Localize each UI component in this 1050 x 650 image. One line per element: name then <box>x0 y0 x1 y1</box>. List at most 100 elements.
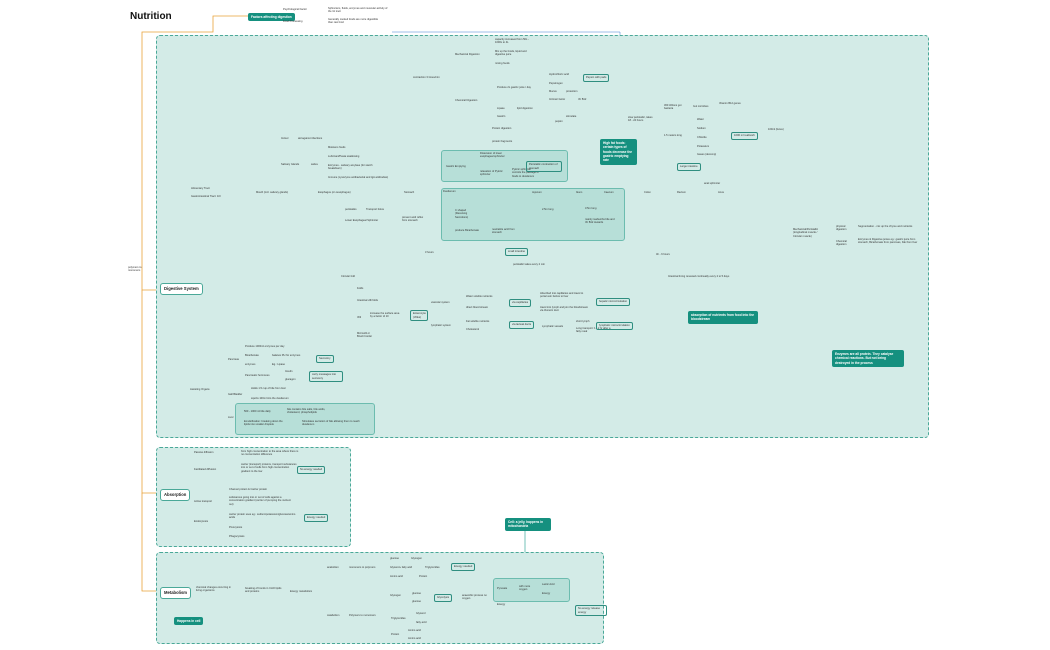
liver: Liver <box>228 416 234 419</box>
gastric-distension: Distension of lower esophageal sphincter <box>480 152 505 159</box>
jejunum-length: 2.5m long <box>542 208 554 211</box>
pancreas-lipase: Eg.: Lipase <box>272 363 285 366</box>
factor-1-desc: Sphincters, fluids, enzymes and muscular… <box>328 7 388 14</box>
mouth-infections: aid against infections <box>298 137 323 140</box>
active-transport: Active transport <box>194 500 213 503</box>
cat-glycogen: Glycogen <box>390 594 401 597</box>
endocytosis: Endocytosis <box>194 520 208 523</box>
no-energy-box[interactable]: No energy needed <box>297 466 326 474</box>
root-digestive-label: Digestive System <box>164 286 199 291</box>
happens-in-cell-pill[interactable]: Happens in cell <box>174 617 204 626</box>
cell-respiration-group <box>493 578 570 602</box>
caecum-node: Caecum <box>604 191 614 194</box>
anabolism: anabolism <box>327 566 339 569</box>
pepsin-pads-box[interactable]: Pepsin with pads <box>583 74 610 82</box>
enzymes-note[interactable]: Enzymes are all protein. They catalyse c… <box>832 350 904 367</box>
small-intestine-box[interactable]: small intestine <box>505 248 529 256</box>
colon-length: 1.5 meters long <box>664 134 682 137</box>
time-peristaltic: peristaltic takes every 2 min <box>513 263 546 266</box>
factor-2-label: Food Processing <box>283 20 303 23</box>
colon-gases: Gases (decomp) <box>697 153 717 156</box>
rectum-node: Rectum <box>677 191 686 194</box>
ana-glycerol: Glycerol+ fatty acid <box>390 566 413 569</box>
stomach-node: Stomach <box>404 191 415 194</box>
pancreas: Pancreas <box>228 358 239 361</box>
saliva: saliva <box>311 163 318 166</box>
ana-amino: Amino acid <box>390 575 403 578</box>
pancreas-ph: balance PH for enzymes <box>272 354 301 357</box>
absorption-callout[interactable]: absorption of nutrients from food into t… <box>688 311 758 324</box>
cat-energy-2: Energy <box>497 603 506 606</box>
root-digestive-system[interactable]: Digestive System <box>160 283 203 295</box>
large-intestine-box[interactable]: Large intestine <box>677 163 701 171</box>
active-desc: substances going into or out of cells ag… <box>229 496 291 506</box>
colon-potassium: Potassium <box>697 145 710 148</box>
saliva-immune: Immune (Lysozyme antibacterial and IgA a… <box>328 176 389 179</box>
spine-factors <box>212 15 248 24</box>
root-absorption-label: Absorption <box>164 492 187 497</box>
energy-needed-box[interactable]: Energy needed <box>304 514 329 522</box>
ana-protein: Protein <box>419 575 428 578</box>
root-metabolism[interactable]: Metabolism <box>160 587 192 599</box>
duodenum-bicarbonate: produce Bicarbonate <box>455 229 479 232</box>
esophagus-node: Esophagus (or oesophagus) <box>318 191 351 194</box>
root-absorption[interactable]: Absorption <box>160 489 191 501</box>
ana-glucose: glucose <box>390 557 399 560</box>
pyruvate: Pyruvate <box>497 587 508 590</box>
cat-energy: Energy <box>542 592 551 595</box>
factors-header-pill[interactable]: Factors affecting digestion <box>248 13 295 22</box>
colon-node: Colon <box>644 191 651 194</box>
liver-stimulates: Stimulates secretion of bile allowing th… <box>302 420 360 427</box>
high-fat-callout[interactable]: High fat foods: certain types of foods d… <box>600 139 637 165</box>
enterocyte-box[interactable]: Enterocyte (Villus) <box>410 310 428 321</box>
energy-metabolism: Energy metabolism <box>290 590 313 593</box>
lacteal-box[interactable]: via lacteal ducts <box>509 321 535 329</box>
saliva-moistens: Moistens foods <box>328 146 346 149</box>
capillaries-box[interactable]: via capillaries <box>509 299 532 307</box>
stomach-capacity: capacity increased from 50L - 1000L to 4… <box>495 38 529 45</box>
hormone-message-box[interactable]: carry messages into secretory <box>309 371 343 382</box>
pepsin: pepsin <box>555 120 563 123</box>
metabolism-def: chemical changes occurring in living org… <box>196 586 231 593</box>
catabolism: catabolism <box>327 614 340 617</box>
esophagus-transport: Transport bolus <box>366 208 384 211</box>
cat-glucose-2: glucose <box>412 600 421 603</box>
secretory-box[interactable]: Secretory <box>316 355 334 363</box>
stomach-mixing: mixing foods <box>495 62 510 65</box>
anal-sphincter: anal sphincter <box>704 182 721 185</box>
cat-glycerol: Glycerol <box>416 612 426 615</box>
energy-release-box[interactable]: No energy release energy <box>575 605 607 616</box>
mouth-incisor: Incisor <box>281 137 289 140</box>
channel-protein: Channel protein & Carrier protein <box>229 488 268 491</box>
duodenum: Duodenum <box>443 190 456 193</box>
mechanical-digestion: Mechanical Digestion <box>455 53 480 56</box>
anus-node: Anus <box>718 191 724 194</box>
chemical-digestion: Chemical Digestion <box>455 99 478 102</box>
esophagus-peristalsis: peristalsis <box>345 208 357 211</box>
gall-bladder: Gall Bladder <box>228 393 243 396</box>
motility-physical-desc: Segmentation - mix up the chyme and nutr… <box>858 225 913 228</box>
gastrin: Gastrin <box>497 115 506 118</box>
metab-energy-needed-box[interactable]: Energy needed <box>451 563 476 571</box>
hydrochloric-acid: Hydrochloric acid <box>549 73 569 76</box>
direct-blood: direct blood stream <box>466 306 489 309</box>
anaerobic-process: anaerobic process no oxygen <box>462 594 487 601</box>
hepatic-box[interactable]: hepatic microcirculation <box>596 298 631 306</box>
mucus: Mucus <box>549 90 557 93</box>
lymphatic-circ-box[interactable]: lymphatic microcirculation <box>596 322 633 330</box>
with-oxygen: with more oxygen <box>519 585 531 592</box>
water-reabsorb-box[interactable]: 1000 ml reabsorb <box>731 132 758 140</box>
cell-callout-pill[interactable]: Cell: a jelly, happens in mitochondria <box>505 518 551 531</box>
liver-emulsification: Emulsification: breaking down the lipids… <box>244 420 283 427</box>
page-title: Nutrition <box>130 11 172 22</box>
cat-protein: Protein <box>391 633 400 636</box>
peristaltic-contraction-box[interactable]: Peristaltic contraction of stomach <box>526 161 562 172</box>
facilitated-desc: carrier (transport) proteins, transport … <box>241 463 297 473</box>
assisting-organs: Assisting Organs <box>190 388 210 391</box>
passive-diffusion-desc: from high concentration to the area wher… <box>241 450 299 457</box>
intestinal-villi: Intestinal villi folds <box>357 299 378 302</box>
protein-fragments: protein fragments <box>492 140 513 143</box>
glycolysis-box[interactable]: Glycolysis <box>434 594 453 602</box>
motility-chemical: Chemical digestion <box>836 240 847 247</box>
villi-folds: Folds <box>357 287 364 290</box>
